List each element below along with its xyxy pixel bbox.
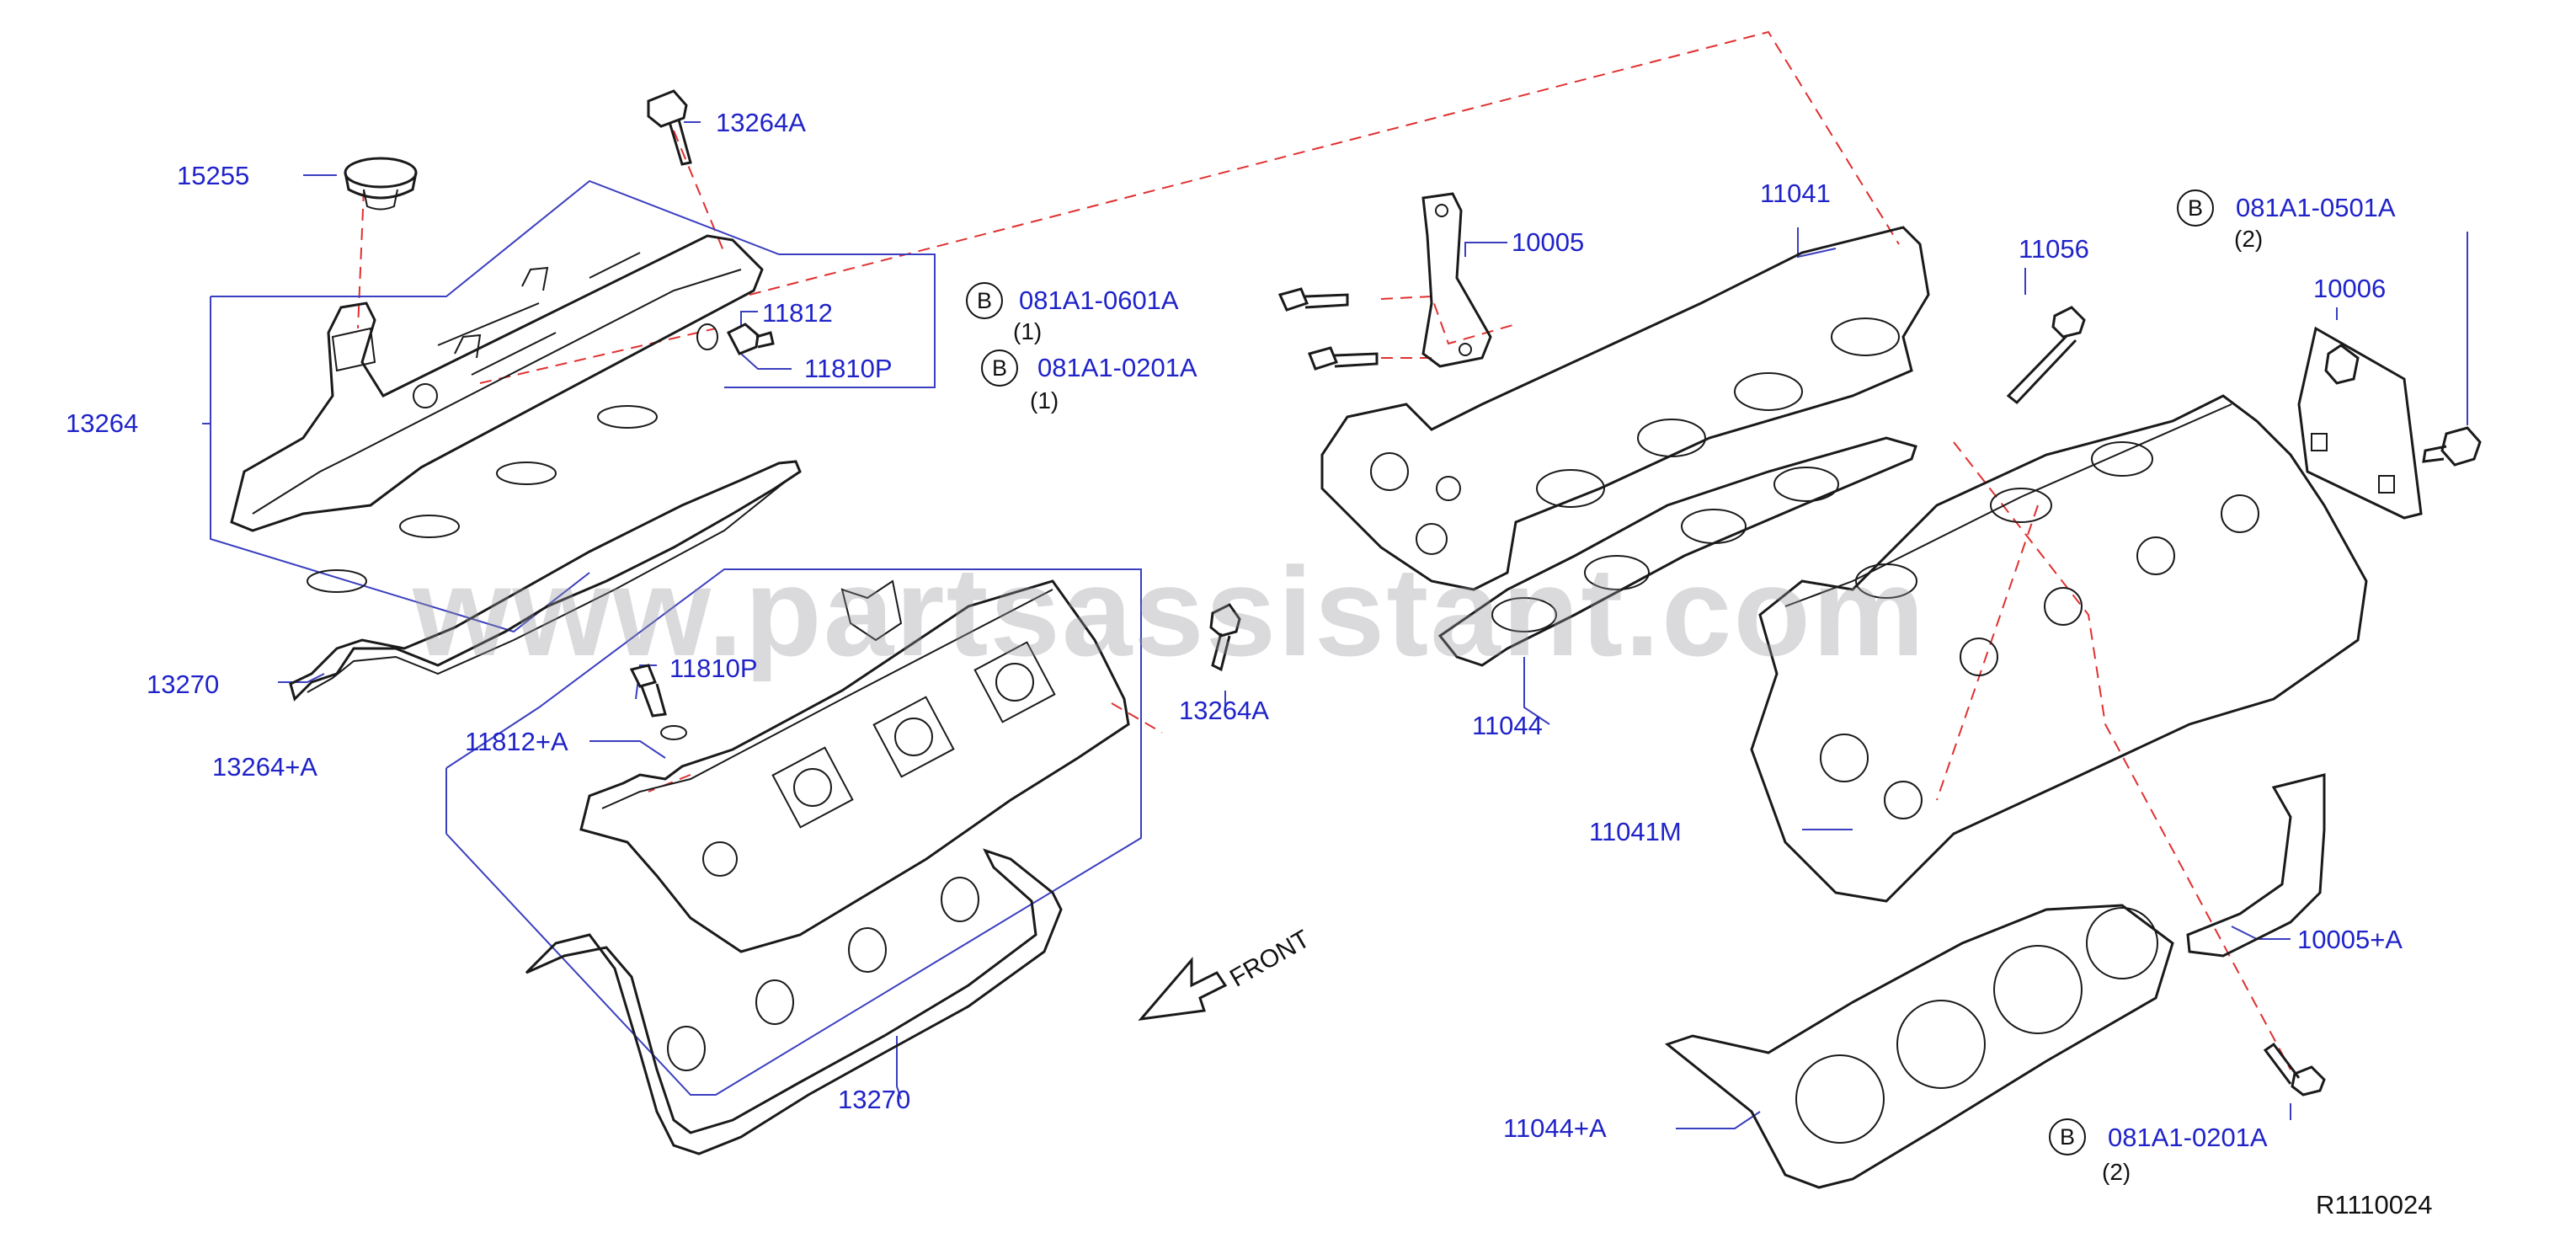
head-gasket-11044a xyxy=(1664,904,2174,1189)
cylinder-head-11041m xyxy=(1750,394,2368,903)
bolts-081a1 xyxy=(1277,287,1379,371)
sensor-11810p-top xyxy=(696,323,775,355)
qty-081a1-0201a-bottom: (2) xyxy=(2102,1159,2131,1185)
sensor-11810p-bottom xyxy=(629,664,687,740)
label-11044plusa[interactable]: 11044+A xyxy=(1503,1113,1607,1143)
rocker-cover-lower xyxy=(579,579,1241,1071)
bracket-10005 xyxy=(1421,192,1492,368)
label-11041[interactable]: 11041 xyxy=(1760,179,1831,208)
label-11056[interactable]: 11056 xyxy=(2019,234,2089,264)
bolt-marker-b: B xyxy=(966,282,1003,319)
front-arrow-icon xyxy=(1138,956,1228,1022)
alignment-lines xyxy=(357,30,2291,1070)
qty-081a1-0601a: (1) xyxy=(1013,318,1043,344)
label-11810p-bottom[interactable]: 11810P xyxy=(669,654,758,683)
label-081a1-0201a-bottom[interactable]: 081A1-0201A xyxy=(2108,1123,2268,1152)
qty-081a1-0201a-top: (1) xyxy=(1030,387,1059,414)
head-gasket-11044 xyxy=(1437,436,1917,667)
label-10005plusa[interactable]: 10005+A xyxy=(2297,925,2403,954)
leader-lines xyxy=(202,121,2468,1129)
label-13264a-mid[interactable]: 13264A xyxy=(1179,696,1269,725)
label-11812[interactable]: 11812 xyxy=(762,298,833,328)
label-11812a[interactable]: 11812+A xyxy=(465,727,568,756)
label-13264[interactable]: 13264 xyxy=(66,408,139,438)
label-11041m[interactable]: 11041M xyxy=(1589,817,1682,846)
watermark: www.partsassistant.com xyxy=(413,541,1927,682)
label-13264plusa[interactable]: 13264+A xyxy=(212,752,317,782)
oil-filler-cap xyxy=(344,157,418,211)
bolt-13264a-top xyxy=(647,89,692,166)
label-081a1-0601a[interactable]: 081A1-0601A xyxy=(1019,285,1179,315)
label-081a1-0201a-top[interactable]: 081A1-0201A xyxy=(1037,353,1197,382)
bolt-11056 xyxy=(2006,306,2086,405)
label-11810p-top[interactable]: 11810P xyxy=(804,354,893,383)
label-15255[interactable]: 15255 xyxy=(177,161,250,190)
label-081a1-0501a[interactable]: 081A1-0501A xyxy=(2236,193,2396,222)
label-10005[interactable]: 10005 xyxy=(1512,227,1585,257)
plate-10006 xyxy=(2297,326,2482,520)
label-13264a-top[interactable]: 13264A xyxy=(716,108,806,137)
bolt-marker-b: B xyxy=(981,350,1018,387)
gasket-13270-top xyxy=(289,460,802,702)
label-11044[interactable]: 11044 xyxy=(1472,711,1543,740)
label-13270-top[interactable]: 13270 xyxy=(147,670,220,699)
label-13270-bottom[interactable]: 13270 xyxy=(838,1085,911,1114)
rocker-cover-upper xyxy=(230,234,764,593)
gasket-13270-bottom xyxy=(525,848,1063,1155)
label-10006[interactable]: 10006 xyxy=(2313,274,2387,303)
bolt-081a1-0201a-bottom xyxy=(2263,1042,2326,1097)
bolt-marker-b: B xyxy=(2049,1118,2086,1155)
bracket-10005a xyxy=(2186,773,2326,958)
qty-081a1-0501a: (2) xyxy=(2234,226,2264,252)
bolt-marker-b: B xyxy=(2177,189,2214,227)
diagram-reference: R1110024 xyxy=(2316,1190,2433,1219)
cylinder-head-11041 xyxy=(1320,226,1930,591)
